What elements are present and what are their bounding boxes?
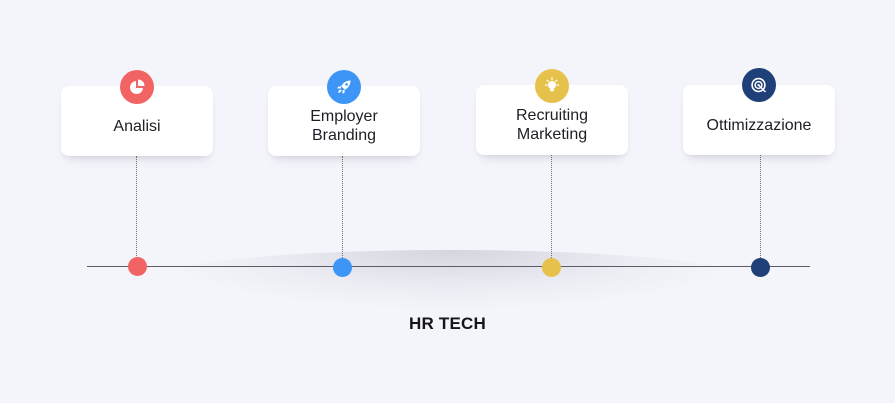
timeline-axis [87,266,810,268]
connector-line [136,156,137,266]
connector-line [551,155,552,266]
step-label: Employer Branding [310,108,378,144]
timeline-shadow [150,250,750,310]
step-label: Recruiting Marketing [515,107,589,143]
target-icon [742,68,776,102]
step-label: Analisi [113,117,161,135]
step-label: Ottimizzazione [706,116,812,134]
pie-chart-icon [120,70,154,104]
timeline-dot-recruiting-marketing [542,258,561,277]
connector-line [760,155,761,266]
timeline-dot-employer-branding [333,258,352,277]
timeline-dot-ottimizzazione [751,258,770,277]
diagram-footer-title: HR TECH [409,314,486,333]
timeline-dot-analisi [128,257,147,276]
connector-line [342,156,343,266]
lightbulb-icon [535,69,569,103]
rocket-icon [327,70,361,104]
